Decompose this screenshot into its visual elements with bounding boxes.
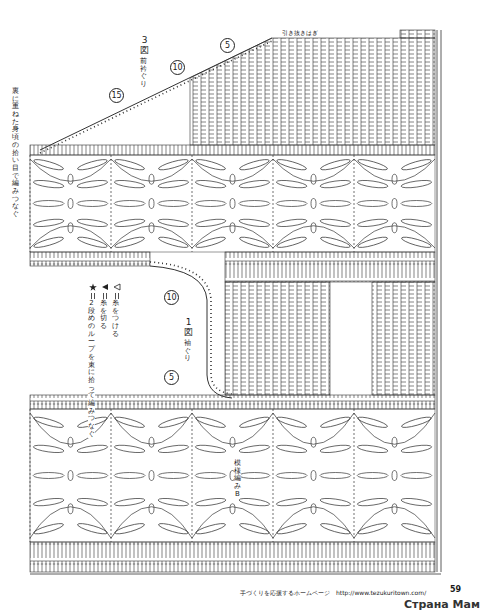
part-name: 袖ぐり (184, 340, 191, 363)
lace-pattern (30, 155, 435, 252)
stitch-rows (400, 30, 435, 38)
stitch-row (30, 252, 150, 266)
legend-text: 糸をつける (112, 300, 119, 338)
callout-number-box: 10 (164, 290, 179, 305)
callout-number: 10 (170, 60, 185, 75)
stitch-rows (225, 282, 330, 395)
pattern-name-box: 模様編みB (234, 460, 241, 498)
armhole (150, 266, 232, 398)
legend-item: 糸を切る (100, 283, 110, 331)
figure-number-box: 3図 (140, 36, 149, 56)
stitch-row (30, 542, 435, 572)
part-name-box: 前衿ぐり (140, 58, 147, 89)
stitch-rows (372, 282, 435, 395)
note: 裏に重ねた身頃の拾い目で編みつなぐ (12, 88, 19, 219)
footer-text-box: 手づくりを応援するホームページ (240, 580, 330, 599)
stitch-rows (190, 38, 435, 145)
armhole-stitches (150, 262, 232, 394)
stitch-row (225, 252, 435, 282)
legend-symbol (88, 283, 98, 300)
callout-number-box: 10 (170, 60, 185, 75)
footer-url: http://www.tezukuritown.com/ (336, 589, 426, 596)
part-name: 前衿ぐり (140, 58, 147, 89)
legend-text: 糸を切る (100, 300, 107, 331)
callout-number-box: 5 (220, 38, 235, 53)
callout-number: 10 (164, 290, 179, 305)
neckline-stitches (40, 41, 272, 153)
watermark: Страна Мам (404, 598, 480, 610)
callout-number-box: 5 (164, 370, 179, 385)
callout-number: 5 (164, 370, 179, 385)
note: 引き抜きはぎ (282, 29, 318, 36)
figure-number-box: 1図 (184, 318, 193, 338)
page-number-box: 59 (450, 577, 461, 596)
legend-item: 2段めのループを束に拾って編みつなぐ (88, 283, 98, 438)
stitch-row (30, 145, 435, 155)
legend-symbol (112, 283, 122, 300)
callout-number: 15 (109, 88, 124, 103)
legend-text: 2段めのループを束に拾って編みつなぐ (88, 300, 95, 438)
legend-item: 糸をつける (112, 283, 122, 338)
note-box: 引き抜きはぎ (282, 20, 318, 39)
callout-number-box: 15 (109, 88, 124, 103)
note-box: 裏に重ねた身頃の拾い目で編みつなぐ (12, 88, 19, 219)
figure-number: 3図 (140, 36, 149, 56)
part-name-box: 袖ぐり (184, 340, 191, 363)
pattern-name: 模様編みB (234, 460, 241, 498)
edge-line (30, 30, 441, 574)
neckline (40, 38, 272, 150)
legend-symbol (100, 283, 110, 300)
footer-url-box: http://www.tezukuritown.com/ (336, 580, 426, 599)
figure-number: 1図 (184, 318, 193, 338)
callout-number: 5 (220, 38, 235, 53)
footer-text: 手づくりを応援するホームページ (240, 589, 330, 596)
page-number: 59 (450, 585, 461, 594)
